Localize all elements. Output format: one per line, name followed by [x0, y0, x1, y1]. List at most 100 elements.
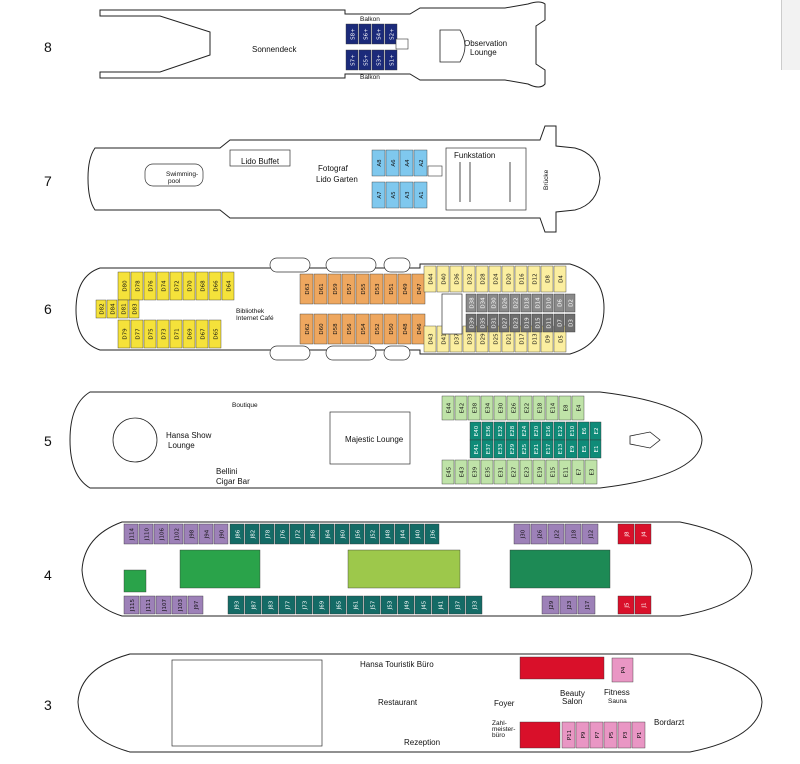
- cabin: [465, 293, 477, 313]
- cabin-label: E31: [499, 467, 505, 477]
- cabin: [545, 459, 559, 485]
- cabin: [506, 395, 520, 421]
- cabin-label: E39: [473, 466, 479, 477]
- cabin: [364, 523, 380, 545]
- cabin: [514, 265, 528, 293]
- cabin-label: D24: [494, 273, 500, 285]
- lift: [395, 38, 409, 50]
- cabin-label: J97: [194, 600, 200, 610]
- cabin: [123, 595, 140, 615]
- cabin: [577, 439, 590, 459]
- zahlmeister-label-1: Zahl-: [492, 720, 507, 727]
- cabin-label: D3: [569, 319, 575, 327]
- cabin-label: D68: [201, 280, 207, 292]
- cabin: [501, 265, 515, 293]
- cabin: [345, 49, 359, 71]
- cabin: [531, 313, 543, 333]
- cabin-label: J115: [130, 598, 136, 612]
- cabin: [156, 271, 170, 301]
- cabin: [380, 595, 398, 615]
- cabin-label: D2: [569, 299, 575, 307]
- cabin: [371, 49, 385, 71]
- cabin-label: D10: [547, 297, 553, 309]
- deck-number: 7: [44, 173, 52, 189]
- cabin-label: J44: [401, 529, 407, 539]
- cabin: [155, 595, 172, 615]
- cabin: [341, 273, 356, 305]
- cabin-label: J37: [456, 600, 462, 610]
- cabin: [531, 293, 543, 313]
- deck-5: 5 Boutique Hansa Show Lounge Majestic Lo…: [44, 391, 703, 489]
- cabin-label: D53: [375, 283, 381, 295]
- cabin: [493, 459, 507, 485]
- cabin-label: J90: [220, 529, 226, 539]
- cabin-label: S3+: [377, 54, 383, 66]
- balkon-bottom-label: Balkon: [360, 74, 380, 81]
- cabin: [487, 313, 499, 333]
- cabin-label: E38: [473, 402, 479, 413]
- cabin: [208, 271, 222, 301]
- deck-hull: [99, 1, 546, 88]
- cabin: [229, 523, 245, 545]
- cabin-label: J56: [356, 529, 362, 539]
- cabin-label: E6: [582, 427, 588, 434]
- cabin: [123, 523, 139, 545]
- cabin: [488, 265, 502, 293]
- cabin-label: E37: [486, 443, 492, 454]
- cabin: [454, 459, 468, 485]
- bellini-label-1: Bellini: [216, 467, 238, 476]
- cabin-label: J94: [205, 529, 211, 539]
- cabin: [529, 439, 542, 459]
- cabin: [128, 299, 140, 319]
- cabin: [520, 293, 532, 313]
- window-edge-fragment: [781, 0, 800, 70]
- cabin-label: J98: [190, 529, 196, 539]
- cabin: [541, 439, 554, 459]
- beauty-label-2: Salon: [562, 697, 582, 706]
- cabin-label: A1: [419, 191, 425, 198]
- cabin-label: E2: [594, 428, 600, 435]
- cabin-label: J23: [567, 600, 573, 610]
- cabin: [341, 313, 356, 345]
- cabin-label: E4: [577, 404, 583, 411]
- cabin: [467, 395, 481, 421]
- cabin-label: E15: [551, 466, 557, 477]
- cabin-label: A8: [377, 159, 383, 167]
- fitness-label: Fitness: [604, 688, 630, 697]
- cabin-label: J69: [320, 600, 326, 610]
- cabin-label: D57: [347, 283, 353, 295]
- cabin-label: D39: [470, 317, 476, 329]
- cabin-label: A4: [405, 159, 411, 167]
- cabin-label: E19: [538, 466, 544, 477]
- cabin-label: E32: [498, 426, 504, 436]
- cabin-label: D77: [136, 328, 142, 340]
- cabin-label: E10: [570, 425, 576, 436]
- cabin-label: P11: [567, 730, 573, 740]
- cabin-label: D62: [305, 323, 311, 334]
- sauna-label: Sauna: [608, 698, 627, 705]
- cabin-label: D49: [403, 283, 409, 295]
- cabin: [561, 721, 576, 749]
- deck-number: 8: [44, 39, 52, 55]
- cabin-block: [519, 721, 561, 749]
- cabin-label: D71: [175, 328, 181, 339]
- cabin-label: D22: [514, 297, 520, 308]
- cabin-label: E8: [564, 404, 570, 411]
- cabin-label: A2: [419, 159, 425, 166]
- cabin: [213, 523, 229, 545]
- cabin-label: D73: [162, 328, 168, 340]
- cabin-label: E42: [460, 403, 466, 413]
- cabin-label: D64: [227, 280, 233, 292]
- cabin-label: J102: [175, 528, 181, 541]
- sonnendeck-label: Sonnendeck: [252, 45, 297, 54]
- cabin: [564, 523, 582, 545]
- cabin: [553, 313, 565, 333]
- fotograf-label: Fotograf: [318, 164, 349, 173]
- cabin: [634, 523, 652, 545]
- cabin-label: J77: [286, 600, 292, 610]
- cabin-label: E24: [522, 425, 528, 436]
- cabin: [441, 459, 455, 485]
- cabin: [169, 271, 183, 301]
